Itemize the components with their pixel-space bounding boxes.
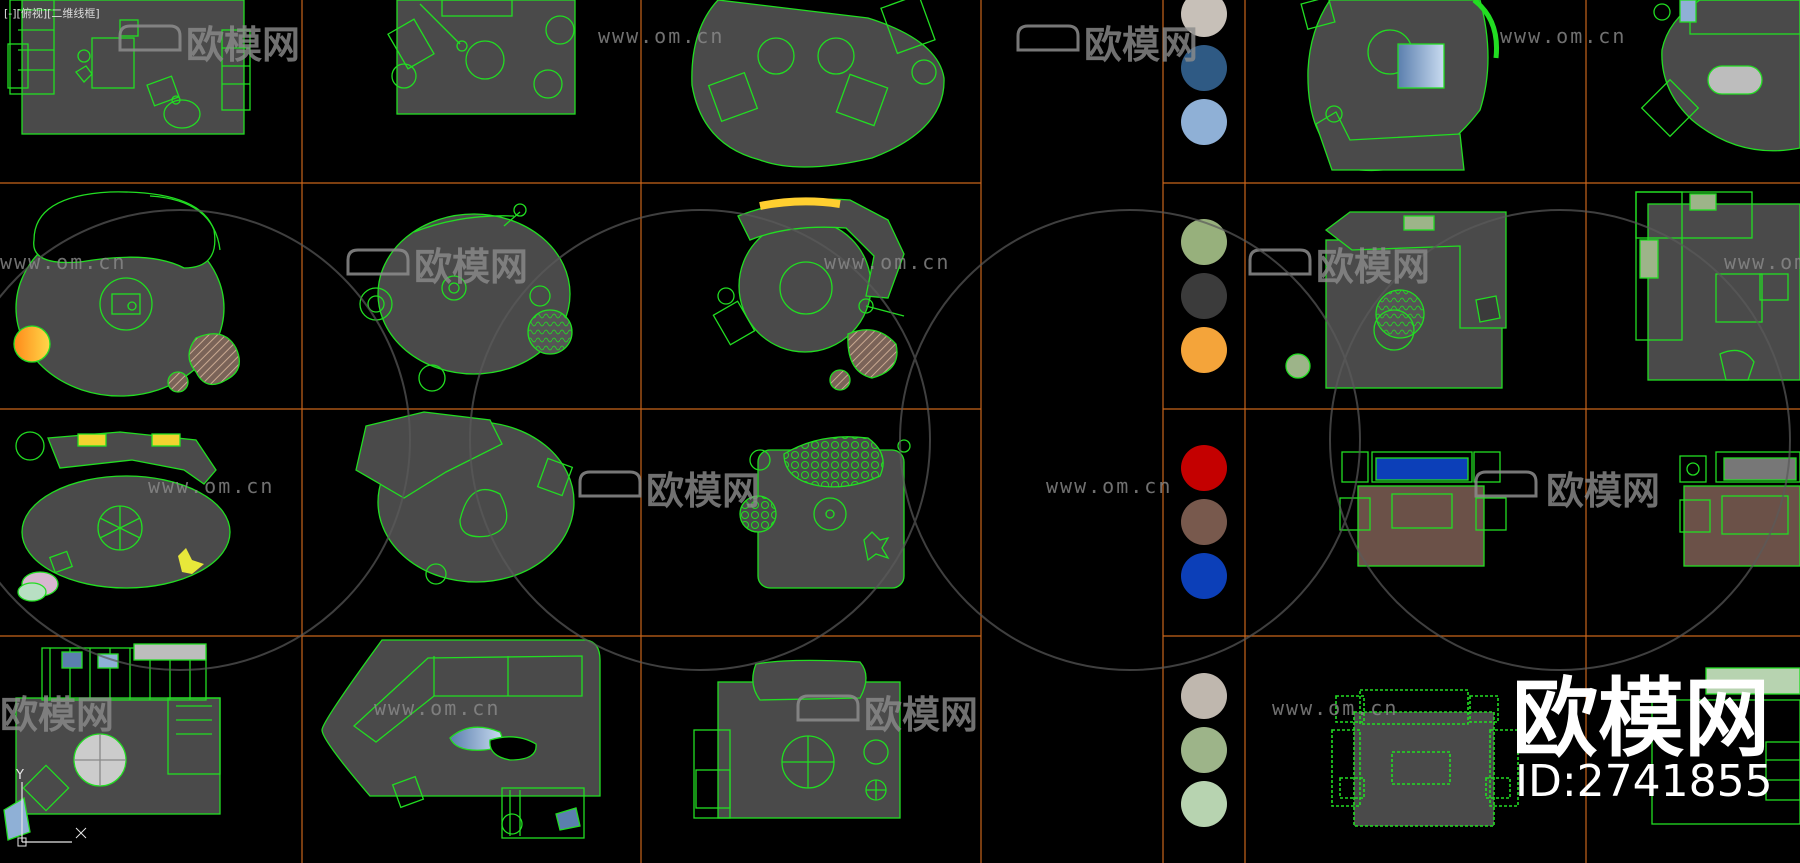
material-swatch-column xyxy=(1181,0,1227,827)
plan-r4c3[interactable] xyxy=(693,659,901,819)
watermark-brand: 欧模网 xyxy=(864,693,979,737)
watermark-brand: 欧模网 xyxy=(0,693,115,737)
watermark-url: www.om.cn xyxy=(1046,474,1173,498)
swatch-steel-blue[interactable] xyxy=(1181,45,1227,91)
watermark-url: www.om.cn xyxy=(374,696,501,720)
watermark-brand: 欧模网 xyxy=(1084,23,1199,67)
plan-r2c3[interactable] xyxy=(712,197,905,391)
watermark-url: www.om.cn xyxy=(0,250,127,274)
brand-overlay-id: ID:2741855 xyxy=(1515,756,1773,807)
ucs-icon xyxy=(17,782,87,847)
watermark-brand: 欧模网 xyxy=(1316,245,1431,289)
plan-r3c6[interactable] xyxy=(1679,451,1800,567)
watermark-url: www.om.cn xyxy=(1724,250,1800,274)
watermark-url: www.om.cn xyxy=(824,250,951,274)
watermark-brand: 欧模网 xyxy=(1546,469,1661,513)
plan-r1c1[interactable] xyxy=(7,0,251,135)
watermark-brand: 欧模网 xyxy=(414,245,529,289)
swatch-light-sage[interactable] xyxy=(1181,727,1227,773)
swatch-pale-blue[interactable] xyxy=(1181,99,1227,145)
plan-r3c5[interactable] xyxy=(1339,451,1507,567)
plan-r3c2[interactable] xyxy=(355,411,575,585)
watermark-url: www.om.cn xyxy=(148,474,275,498)
plan-r1c2[interactable] xyxy=(387,0,576,115)
watermark-brand: 欧模网 xyxy=(646,469,761,513)
watermark-brand: 欧模网 xyxy=(186,23,301,67)
swatch-charcoal[interactable] xyxy=(1181,273,1227,319)
watermark-url: www.om.cn xyxy=(1272,696,1399,720)
plan-r4c5[interactable] xyxy=(1331,689,1519,827)
plan-r3c3[interactable] xyxy=(739,436,911,589)
swatch-royal-blue[interactable] xyxy=(1181,553,1227,599)
plan-r1c6[interactable] xyxy=(1640,0,1800,152)
plan-r4c1[interactable] xyxy=(3,643,221,841)
swatch-greige[interactable] xyxy=(1181,0,1227,37)
plan-r4c6[interactable] xyxy=(1651,667,1800,825)
watermark-circles xyxy=(0,209,1791,671)
plan-r4c2[interactable] xyxy=(321,639,601,839)
swatch-mint[interactable] xyxy=(1181,781,1227,827)
watermark-sofa-icon xyxy=(118,24,1538,722)
plan-r1c3[interactable] xyxy=(691,0,945,168)
plan-r3c1[interactable] xyxy=(15,431,231,602)
viewport-controls-label[interactable]: [-][俯视][二维线框] xyxy=(4,7,100,20)
swatch-red[interactable] xyxy=(1181,445,1227,491)
plan-r2c1[interactable] xyxy=(13,191,240,397)
ucs-y-label: Y xyxy=(16,768,24,783)
brand-overlay-name: 欧模网 xyxy=(1512,669,1770,769)
swatch-sage[interactable] xyxy=(1181,219,1227,265)
swatch-taupe[interactable] xyxy=(1181,499,1227,545)
swatch-orange[interactable] xyxy=(1181,327,1227,373)
plan-r2c5[interactable] xyxy=(1285,211,1507,389)
plan-r1c5[interactable] xyxy=(1300,0,1500,172)
watermark-layer xyxy=(0,24,1791,722)
plan-r2c2[interactable] xyxy=(359,203,573,392)
watermark-url: www.om.cn xyxy=(1500,24,1627,48)
watermark-url: www.om.cn xyxy=(598,24,725,48)
plan-r2c6[interactable] xyxy=(1635,191,1800,381)
swatch-light-greige[interactable] xyxy=(1181,673,1227,719)
